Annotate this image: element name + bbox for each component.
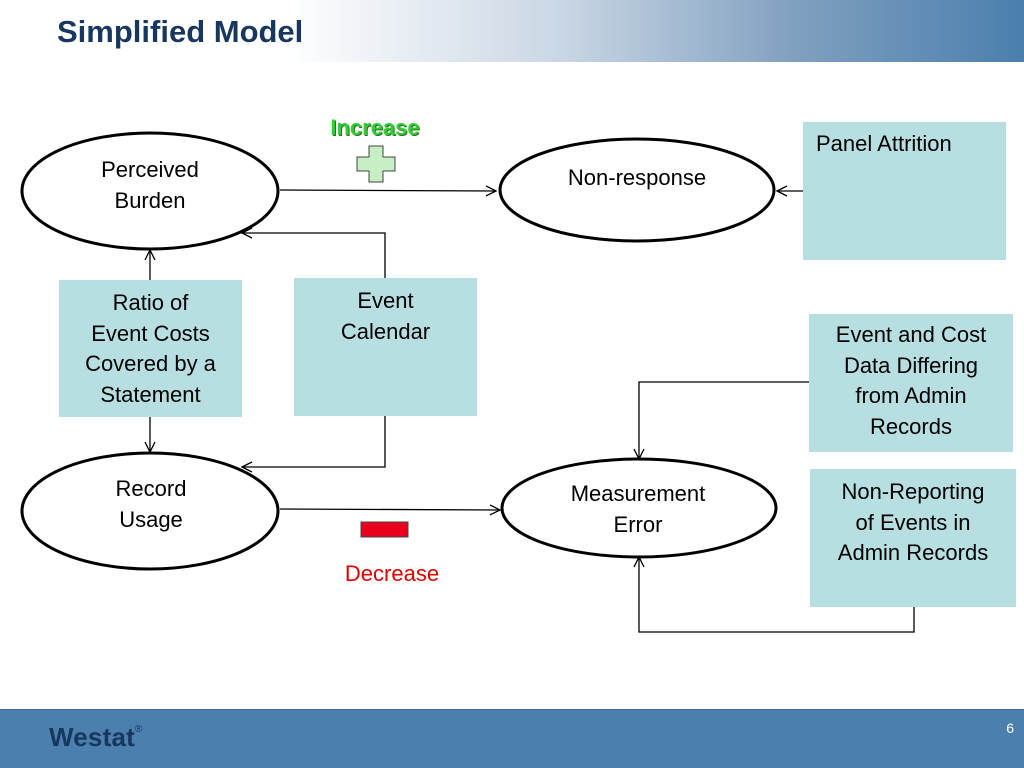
event-cost-diff-box: Event and Cost Data Differing from Admin…	[809, 314, 1013, 452]
increase-label: Increase	[330, 115, 420, 140]
page-number: 6	[1006, 720, 1014, 736]
perceived-burden-label: Perceived Burden	[101, 157, 199, 213]
event-calendar-box: Event Calendar	[294, 278, 477, 416]
ratio-box: Ratio of Event Costs Covered by a Statem…	[59, 280, 242, 417]
decrease-label: Decrease	[344, 561, 440, 586]
record-usage-label: Record Usage	[115, 476, 187, 532]
arrow-burden-to-nonresponse	[279, 190, 496, 191]
measurement-error-label: Measurement Error	[570, 481, 706, 537]
arrow-nonreporting-to-error	[639, 557, 915, 633]
minus-icon	[360, 521, 409, 538]
non-reporting-box: Non-Reporting of Events in Admin Records	[810, 469, 1016, 607]
slide-title: Simplified Model	[57, 14, 304, 49]
plus-icon	[356, 145, 396, 183]
arrow-calendar-to-burden	[242, 233, 386, 278]
arrow-costdiff-to-error	[639, 381, 809, 459]
arrow-calendar-to-usage	[242, 416, 386, 467]
non-response-node	[498, 137, 776, 243]
non-response-label: Non-response	[567, 165, 707, 190]
arrow-usage-to-error	[279, 509, 500, 510]
westat-logo: Westat®	[49, 722, 143, 753]
panel-attrition-box: Panel Attrition	[803, 122, 1006, 260]
registered-mark: ®	[134, 724, 143, 736]
record-usage-node	[20, 451, 280, 571]
westat-logo-text: Westat	[49, 722, 135, 752]
header-band	[0, 0, 1024, 62]
footer-band	[0, 709, 1024, 768]
